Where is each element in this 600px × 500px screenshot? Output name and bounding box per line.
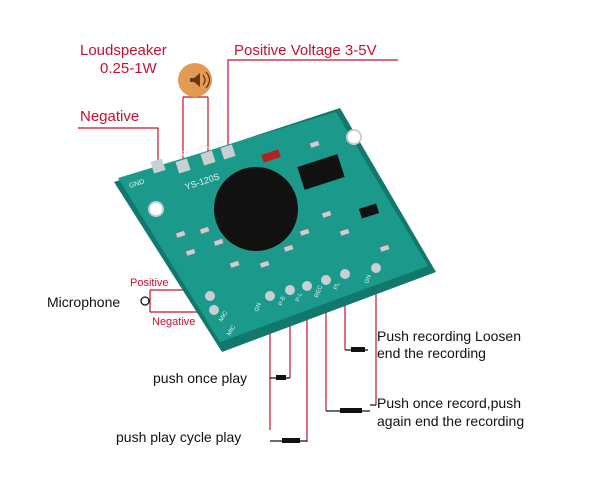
label-push-play-cycle: push play cycle play [116, 429, 242, 445]
pcb-board: 140421 YS-120S GND SPK SPK B+ GN P-E P-L… [114, 108, 436, 352]
smd-parts [175, 140, 391, 269]
label-loudspeaker: Loudspeaker [80, 42, 167, 59]
microphone-icon [140, 296, 150, 306]
switch-mark-once-play [276, 375, 286, 380]
switch-mark-once-record [340, 408, 362, 413]
label-loudspeaker-power: 0.25-1W [100, 60, 157, 77]
mount-hole-left [148, 201, 164, 217]
board-pin-rec: REC [314, 284, 324, 299]
label-push-recording-2: end the recording [377, 345, 486, 361]
cob-chip [214, 167, 298, 251]
board-pin-mic2: MIC [227, 324, 238, 337]
loudspeaker-icon [178, 63, 212, 97]
mount-hole-right [346, 129, 362, 145]
board-pin-gnd: GND [128, 178, 145, 189]
label-push-recording-1: Push recording Loosen [377, 328, 521, 344]
leader-positive-voltage [227, 59, 398, 152]
label-microphone: Microphone [47, 294, 121, 310]
label-mic-negative: Negative [152, 316, 196, 328]
switch-marks [276, 347, 365, 443]
label-positive-voltage: Positive Voltage 3-5V [234, 42, 377, 59]
board-pin-mic1: MIC [219, 310, 230, 323]
label-negative: Negative [80, 108, 140, 125]
switch-mark-cycle [282, 438, 300, 443]
board-pin-pl1: P-L [295, 291, 304, 302]
diode [261, 149, 281, 163]
leader-negative [78, 127, 159, 168]
board-pin-spk1: SPK [176, 149, 192, 160]
bottom-pads [205, 263, 381, 315]
board-pin-gn2: GN [364, 274, 373, 285]
switch-mark-recording [351, 347, 365, 352]
transistor [358, 203, 380, 219]
label-mic-positive: Positive [130, 277, 169, 289]
board-pin-spk2: SPK [194, 143, 210, 154]
label-push-once-record-2: again end the recording [377, 413, 525, 429]
board-pin-gn1: GN [254, 302, 263, 313]
board-pin-bplus: B+ [216, 139, 226, 148]
ic-chip [297, 154, 345, 190]
board-pin-pl2: PL [333, 281, 341, 291]
board-pin-pe: P-E [278, 295, 287, 306]
label-push-once-record-1: Push once record,push [377, 395, 521, 411]
label-push-once-play: push once play [153, 370, 248, 386]
top-pads [150, 144, 236, 174]
